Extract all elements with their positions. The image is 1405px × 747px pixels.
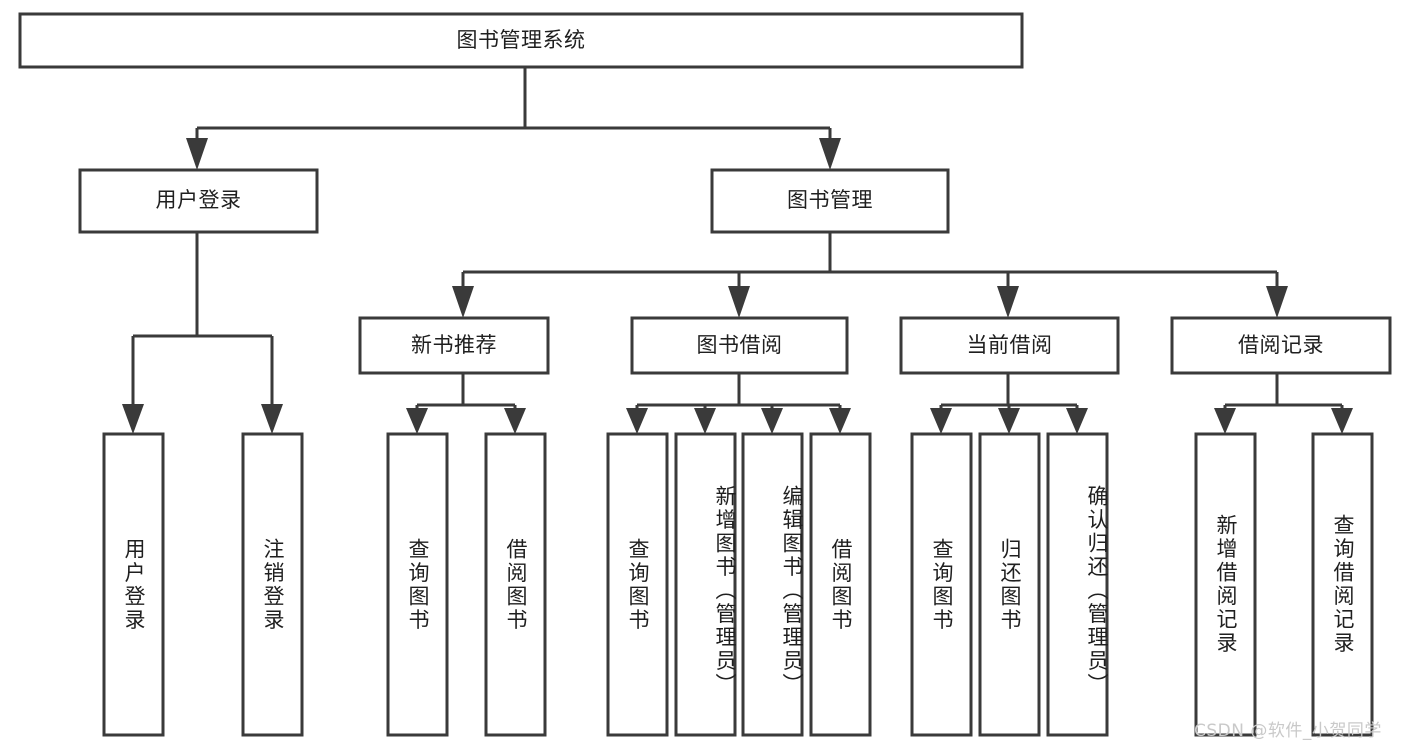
node-box-leaf-bb-query-book[interactable]: [606, 432, 669, 737]
arrow-head-new-book-recommend: [452, 286, 474, 318]
arrow-head-leaf-br-query-record: [1331, 408, 1353, 434]
node-box-leaf-nb-query-book[interactable]: [386, 432, 449, 737]
node-box-leaf-bb-edit-book[interactable]: [741, 432, 804, 737]
arrow-head-leaf-br-add-record: [1214, 408, 1236, 434]
node-box-leaf-cb-return-book[interactable]: [978, 432, 1041, 737]
node-box-borrow-record[interactable]: [1170, 316, 1392, 375]
node-box-current-borrow[interactable]: [899, 316, 1120, 375]
arrow-head-leaf-cb-return-book: [998, 408, 1020, 434]
arrow-head-leaf-bb-edit-book: [761, 408, 783, 434]
arrow-head-leaf-cb-query-book: [930, 408, 952, 434]
node-box-leaf-user-login[interactable]: [102, 432, 165, 737]
arrow-head-leaf-user-login: [122, 404, 144, 434]
node-box-leaf-logout[interactable]: [241, 432, 304, 737]
arrow-head-book-manage: [819, 138, 841, 170]
node-box-leaf-bb-add-book[interactable]: [674, 432, 737, 737]
node-box-leaf-cb-query-book[interactable]: [910, 432, 973, 737]
connector-group-current-borrow-to-leaves: [930, 373, 1088, 434]
arrow-head-leaf-logout: [261, 404, 283, 434]
arrow-head-leaf-nb-borrow-book: [504, 408, 526, 434]
node-box-user-login[interactable]: [78, 168, 319, 234]
arrow-head-leaf-bb-query-book: [626, 408, 648, 434]
node-box-book-borrow[interactable]: [630, 316, 849, 375]
node-box-leaf-br-add-record[interactable]: [1194, 432, 1257, 737]
node-box-leaf-br-query-record[interactable]: [1311, 432, 1374, 737]
arrow-head-leaf-cb-confirm-return: [1066, 408, 1088, 434]
connector-group-book-borrow-to-leaves: [626, 373, 851, 434]
connector-group-user-login-to-leaves: [122, 232, 283, 434]
connector-group-book-manage-to-level3: [452, 232, 1288, 318]
node-box-leaf-nb-borrow-book[interactable]: [484, 432, 547, 737]
connector-group-new-book-recommend-to-leaves: [406, 373, 526, 434]
arrow-head-book-borrow: [728, 286, 750, 318]
arrow-head-leaf-bb-add-book: [694, 408, 716, 434]
arrow-head-leaf-nb-query-book: [406, 408, 428, 434]
node-box-new-book-recommend[interactable]: [358, 316, 550, 375]
connector-group-root-to-level2: [186, 67, 841, 170]
arrow-head-user-login: [186, 138, 208, 170]
node-box-book-manage[interactable]: [710, 168, 950, 234]
connector-group-borrow-record-to-leaves: [1214, 373, 1353, 434]
arrow-head-current-borrow: [997, 286, 1019, 318]
arrow-head-leaf-bb-borrow-book: [829, 408, 851, 434]
node-box-leaf-cb-confirm-return[interactable]: [1046, 432, 1109, 737]
arrow-head-borrow-record: [1266, 286, 1288, 318]
node-box-root[interactable]: [18, 12, 1024, 69]
node-box-leaf-bb-borrow-book[interactable]: [809, 432, 872, 737]
